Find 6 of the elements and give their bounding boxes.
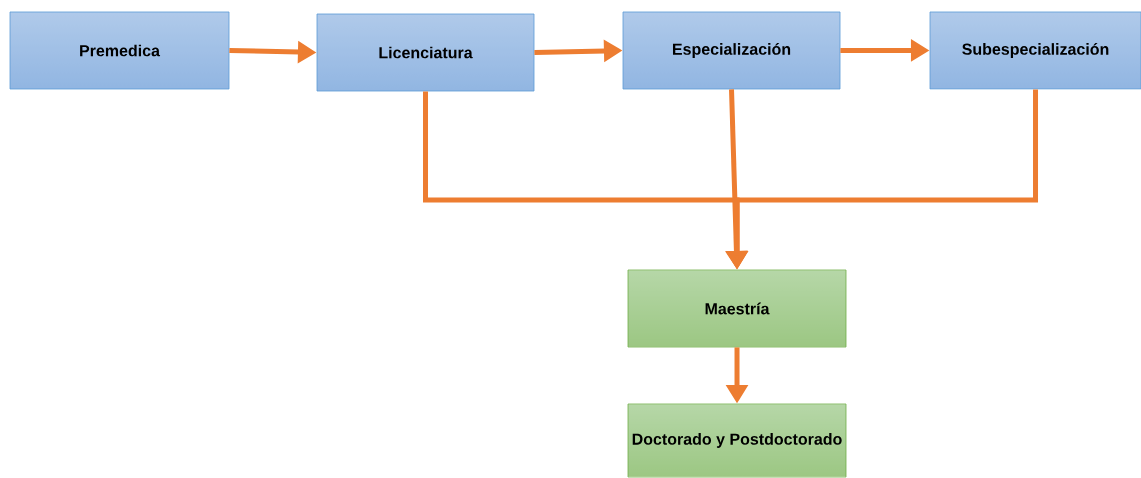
process-box: Premedica	[9, 11, 230, 90]
process-box: Subespecialización	[929, 11, 1141, 90]
process-box: Maestría	[627, 269, 847, 348]
process-box: Licenciatura	[316, 13, 535, 92]
process-box: Doctorado y Postdoctorado	[627, 403, 847, 478]
process-box: Especialización	[622, 11, 841, 90]
